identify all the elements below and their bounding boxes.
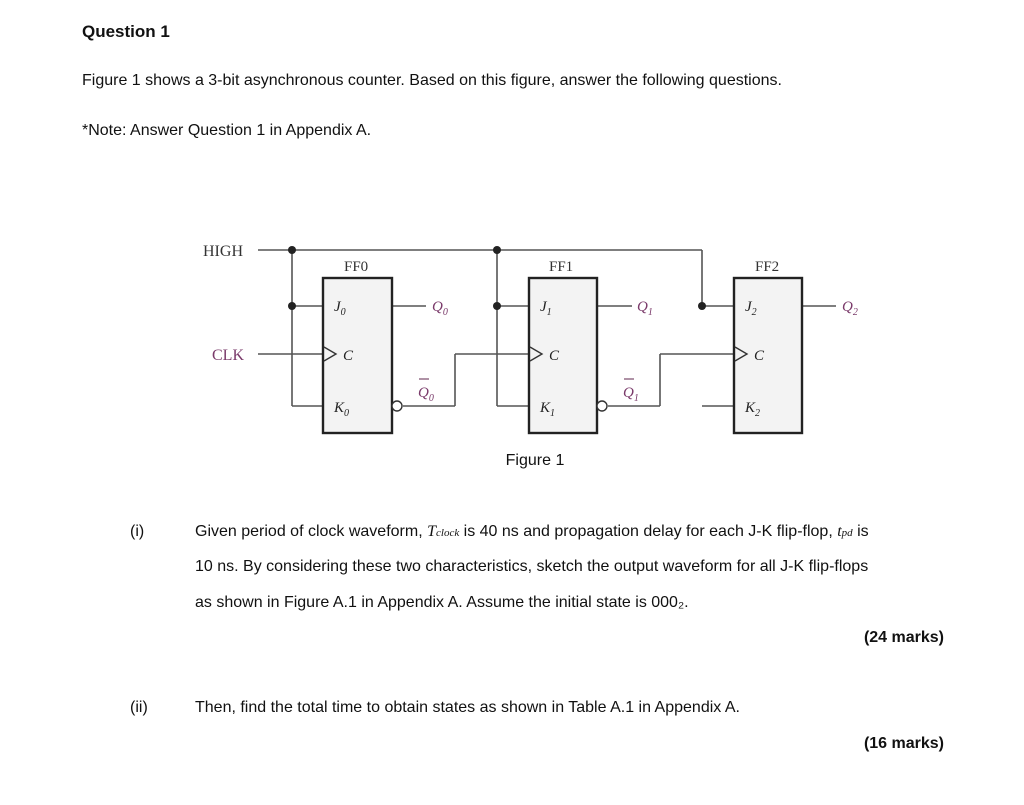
ff1-k-label: K [539,400,551,416]
ff2-name: FF2 [755,259,779,275]
svg-text:K0: K0 [333,400,349,419]
ff1-q-label: Q [637,299,648,315]
high-label: HIGH [203,243,243,260]
svg-text:K2: K2 [744,400,760,419]
svg-text:Q1: Q1 [637,299,653,318]
part-i-marks: (24 marks) [863,629,944,646]
ff2-j-label: J [745,299,753,315]
ff0-name: FF0 [344,259,368,275]
ff0-q-label: Q [432,299,443,315]
svg-text:Q0: Q0 [432,299,448,318]
ff0-k-label: K [333,400,345,416]
ff0-c-label: C [343,348,354,364]
svg-text:J2: J2 [745,299,757,318]
part-ii-number: (ii) [130,699,148,716]
svg-text:J1: J1 [540,299,552,318]
question-intro: Figure 1 shows a 3-bit asynchronous coun… [82,72,782,89]
part-i-line1: Given period of clock waveform, Tclock i… [195,523,869,540]
ff2-box [732,276,804,435]
ff2-c-label: C [754,348,765,364]
svg-text:Q1: Q1 [623,385,639,404]
ff1-j-label: J [540,299,548,315]
ff1-c-label: C [549,348,560,364]
ff0-j-label: J [334,299,342,315]
ff1-qbar-label: Q [623,385,634,401]
question-title: Question 1 [82,22,170,41]
svg-text:Q2: Q2 [842,299,858,318]
ff1-name: FF1 [549,259,573,275]
svg-text:J0: J0 [334,299,346,318]
part-i-line2: 10 ns. By considering these two characte… [195,558,869,575]
ff2-q-label: Q [842,299,853,315]
question-note: *Note: Answer Question 1 in Appendix A. [82,122,372,139]
ff2-k-label: K [744,400,756,416]
part-ii-marks: (16 marks) [863,735,944,752]
clk-label: CLK [212,347,244,364]
part-ii-line1: Then, find the total time to obtain stat… [195,699,740,716]
figure-caption: Figure 1 [505,452,565,469]
part-i-number: (i) [130,523,145,540]
ff0-qbar-label: Q [418,385,429,401]
part-i-line3: as shown in Figure A.1 in Appendix A. As… [195,594,689,611]
svg-text:Q0: Q0 [418,385,434,404]
svg-text:K1: K1 [539,400,555,419]
